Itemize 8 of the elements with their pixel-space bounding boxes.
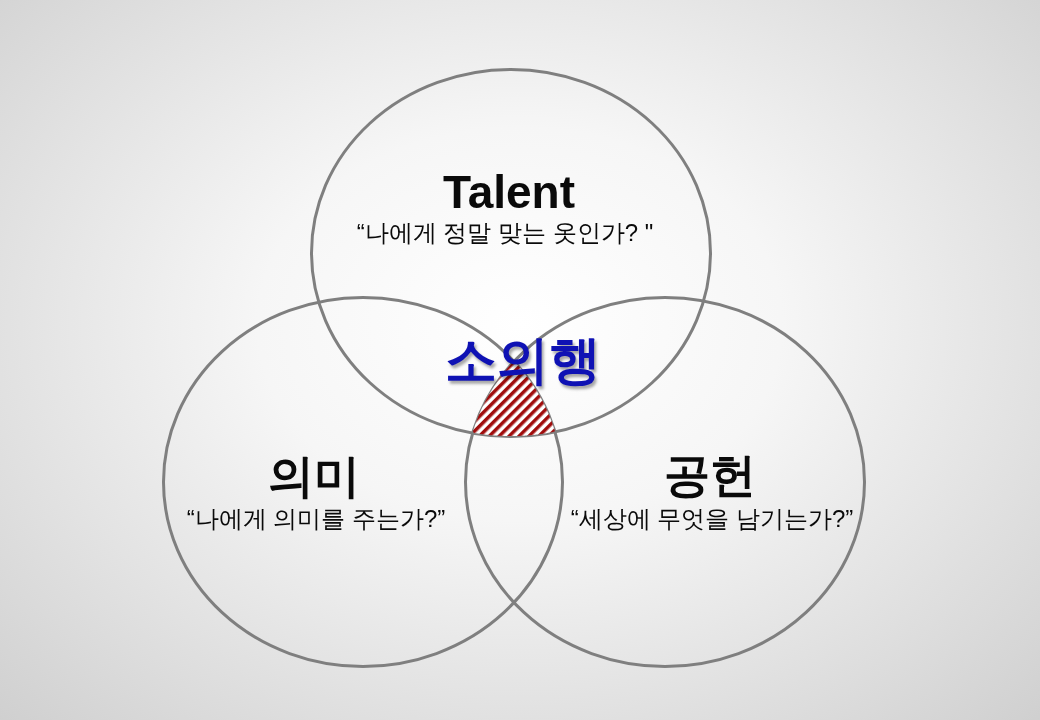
circle-heading: 공헌 [664,449,756,501]
center-label: 소의행 [445,330,601,390]
question-text: “세상에 무엇을 남기는가?” [570,505,854,533]
venn-circle [310,68,712,438]
circle-heading: Talent [442,166,576,218]
circle-heading: 의미 [268,450,360,502]
question-text: “나에게 의미를 주는가?” [186,505,446,533]
question-text: “나에게 정말 맞는 옷인가? " [356,219,654,247]
